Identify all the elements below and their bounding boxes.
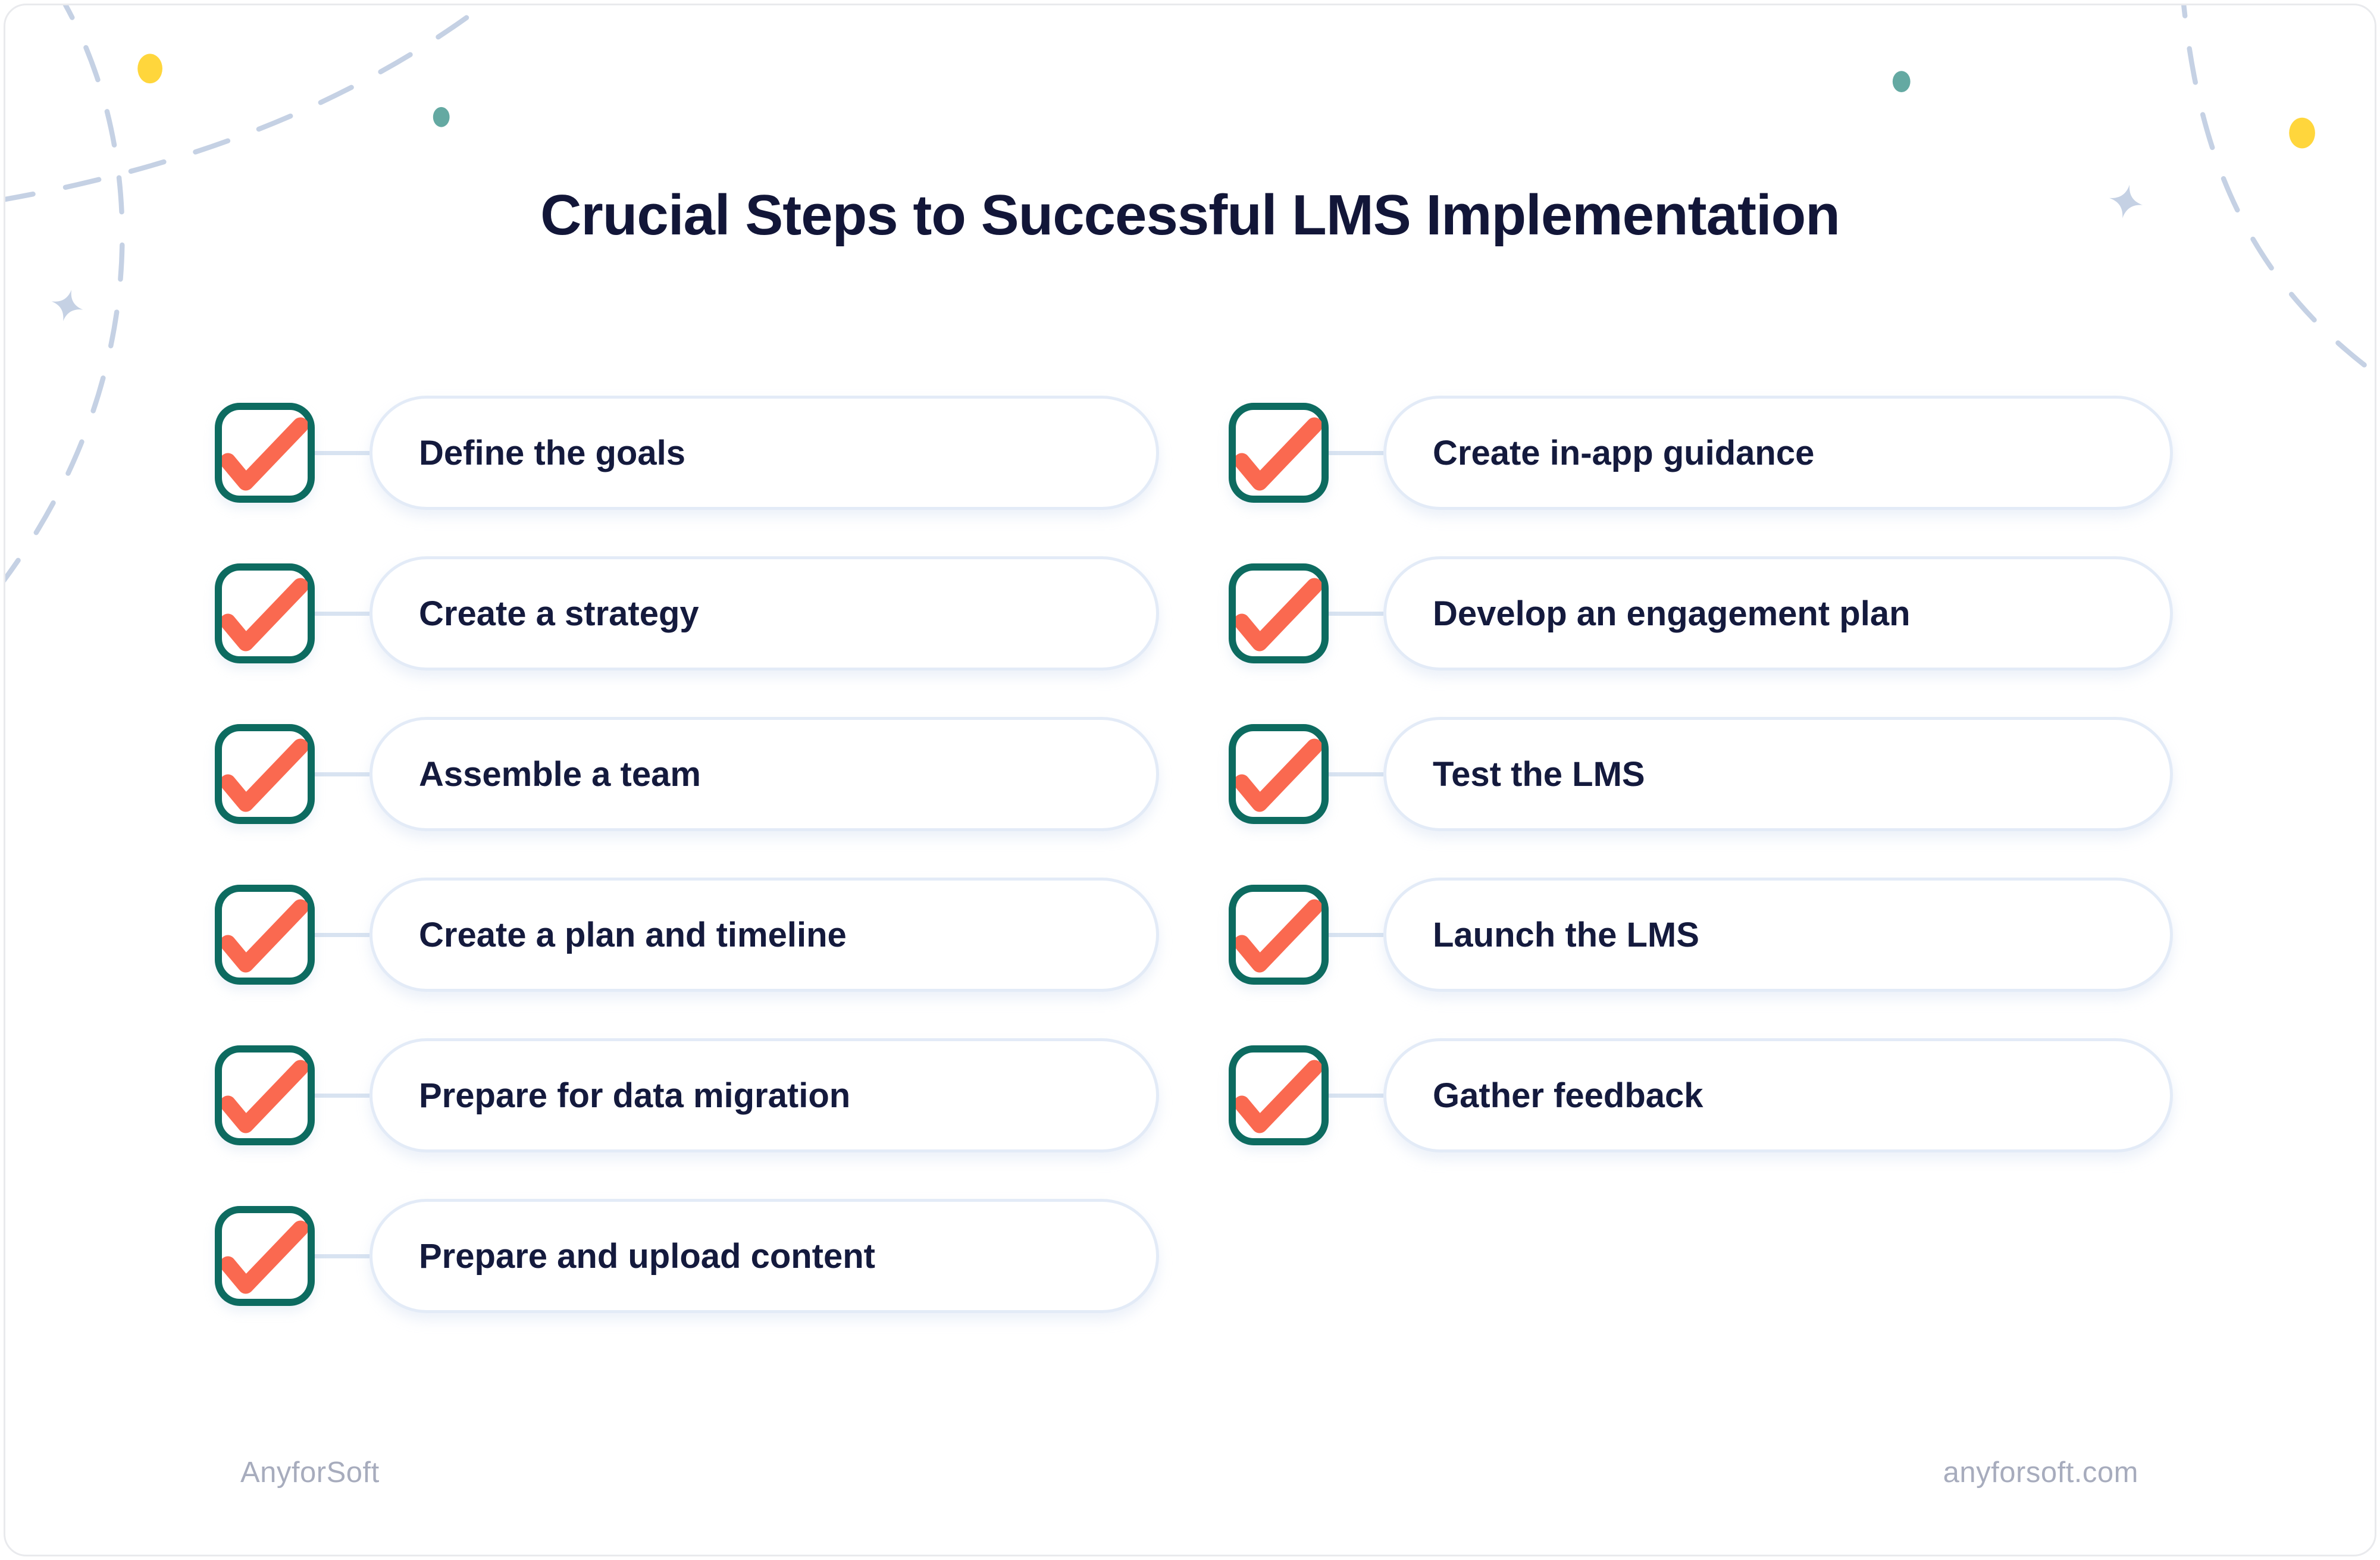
connector-line	[315, 932, 369, 937]
checkbox-checked[interactable]	[1229, 563, 1329, 663]
checklist-column-right: Create in-app guidance Develop an engage…	[1229, 396, 2173, 1199]
step-label: Test the LMS	[1433, 754, 1645, 794]
checkmark-icon	[1236, 1060, 1321, 1133]
checkbox-checked[interactable]	[215, 1206, 315, 1306]
checkbox-checked[interactable]	[215, 885, 315, 985]
checkmark-icon	[222, 899, 308, 973]
checkbox-checked[interactable]	[215, 724, 315, 824]
checkbox-checked[interactable]	[215, 403, 315, 503]
step-pill: Prepare for data migration	[369, 1038, 1159, 1152]
step-label: Assemble a team	[419, 754, 701, 794]
checklist-item: Test the LMS	[1229, 717, 2173, 831]
connector-line	[1329, 450, 1383, 455]
step-pill: Create a plan and timeline	[369, 878, 1159, 992]
checkmark-icon	[1236, 738, 1321, 812]
step-label: Gather feedback	[1433, 1076, 1703, 1115]
connector-line	[315, 450, 369, 455]
step-label: Create a plan and timeline	[419, 915, 847, 954]
step-label: Prepare and upload content	[419, 1236, 875, 1276]
step-pill: Launch the LMS	[1383, 878, 2173, 992]
checklist-column-left: Define the goals Create a strategy Assem…	[215, 396, 1159, 1359]
website-url: anyforsoft.com	[1943, 1456, 2138, 1489]
checkmark-icon	[222, 1060, 308, 1133]
checkbox-checked[interactable]	[215, 563, 315, 663]
checkmark-icon	[222, 738, 308, 812]
checkmark-icon	[222, 417, 308, 491]
connector-line	[315, 1093, 369, 1098]
step-pill: Assemble a team	[369, 717, 1159, 831]
checkmark-icon	[222, 578, 308, 651]
checkmark-icon	[1236, 417, 1321, 491]
step-label: Create a strategy	[419, 594, 699, 633]
yellow-dot-top-left	[137, 54, 162, 84]
connector-line	[1329, 772, 1383, 776]
step-pill: Define the goals	[369, 396, 1159, 510]
checklist-item: Create a strategy	[215, 556, 1159, 671]
connector-line	[315, 772, 369, 776]
teal-dot-top-left	[433, 106, 450, 127]
step-pill: Gather feedback	[1383, 1038, 2173, 1152]
checkmark-icon	[222, 1220, 308, 1294]
checklist-item: Define the goals	[215, 396, 1159, 510]
step-label: Define the goals	[419, 433, 685, 472]
checkbox-checked[interactable]	[1229, 885, 1329, 985]
step-pill: Prepare and upload content	[369, 1199, 1159, 1313]
infographic-card: Crucial Steps to Successful LMS Implemen…	[4, 4, 2376, 1556]
checklist-item: Prepare and upload content	[215, 1199, 1159, 1313]
brand-name: AnyforSoft	[240, 1456, 380, 1489]
step-pill: Test the LMS	[1383, 717, 2173, 831]
checklist-item: Launch the LMS	[1229, 878, 2173, 992]
step-pill: Create a strategy	[369, 556, 1159, 671]
step-pill: Create in-app guidance	[1383, 396, 2173, 510]
checkbox-checked[interactable]	[1229, 724, 1329, 824]
checklist-item: Create in-app guidance	[1229, 396, 2173, 510]
yellow-dot-top-right	[2289, 117, 2315, 149]
step-label: Create in-app guidance	[1433, 433, 1815, 472]
checklist-item: Assemble a team	[215, 717, 1159, 831]
sparkle-star-icon-left	[51, 290, 83, 321]
checkbox-checked[interactable]	[1229, 403, 1329, 503]
step-label: Launch the LMS	[1433, 915, 1699, 954]
connector-line	[1329, 611, 1383, 616]
page-title: Crucial Steps to Successful LMS Implemen…	[540, 183, 1840, 247]
teal-dot-top-right	[1892, 71, 1911, 92]
step-label: Develop an engagement plan	[1433, 594, 1911, 633]
checklist-item: Gather feedback	[1229, 1038, 2173, 1152]
checkbox-checked[interactable]	[1229, 1045, 1329, 1145]
connector-line	[315, 611, 369, 616]
step-label: Prepare for data migration	[419, 1076, 851, 1115]
checkbox-checked[interactable]	[215, 1045, 315, 1145]
checkmark-icon	[1236, 578, 1321, 651]
connector-line	[315, 1254, 369, 1258]
connector-line	[1329, 1093, 1383, 1098]
dashed-arc-top-left-vertical	[5, 5, 125, 582]
checklist-item: Develop an engagement plan	[1229, 556, 2173, 671]
step-pill: Develop an engagement plan	[1383, 556, 2173, 671]
dashed-arc-top-left-diagonal	[5, 5, 488, 202]
checklist-item: Create a plan and timeline	[215, 878, 1159, 992]
connector-line	[1329, 932, 1383, 937]
checklist-item: Prepare for data migration	[215, 1038, 1159, 1152]
checkmark-icon	[1236, 899, 1321, 973]
